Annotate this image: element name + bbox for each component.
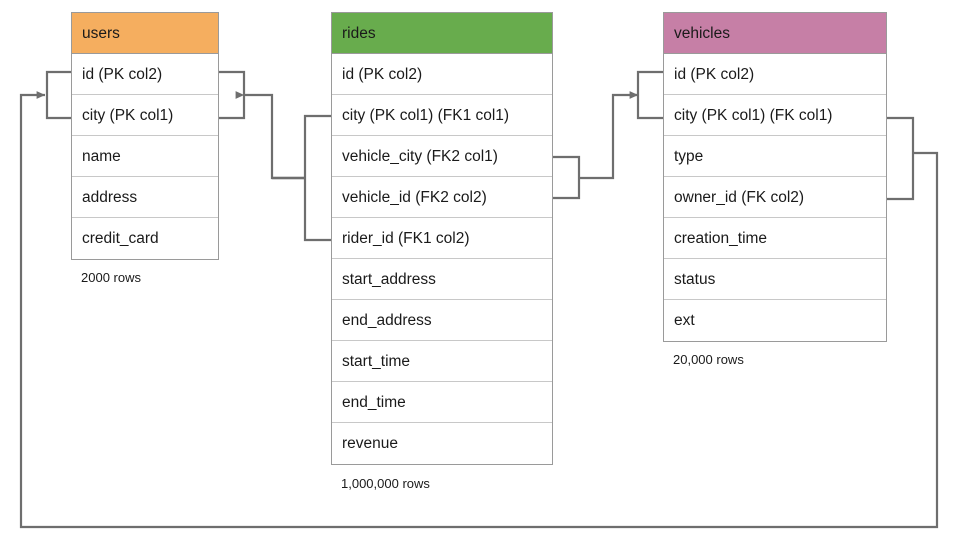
- table-users[interactable]: users id (PK col2) city (PK col1) name a…: [71, 12, 219, 260]
- wire-rides-fk1-to-users: [219, 70, 331, 242]
- column-vehicles-owner-id[interactable]: owner_id (FK col2): [664, 177, 886, 218]
- column-users-address[interactable]: address: [72, 177, 218, 218]
- column-vehicles-creation-time[interactable]: creation_time: [664, 218, 886, 259]
- table-rides[interactable]: rides id (PK col2) city (PK col1) (FK1 c…: [331, 12, 553, 465]
- column-vehicles-city[interactable]: city (PK col1) (FK col1): [664, 95, 886, 136]
- column-vehicles-type[interactable]: type: [664, 136, 886, 177]
- column-users-name[interactable]: name: [72, 136, 218, 177]
- table-rides-header: rides: [332, 13, 552, 54]
- column-rides-vehicle-city[interactable]: vehicle_city (FK2 col1): [332, 136, 552, 177]
- column-rides-city[interactable]: city (PK col1) (FK1 col1): [332, 95, 552, 136]
- table-vehicles-row-count: 20,000 rows: [673, 352, 744, 367]
- column-rides-rider-id[interactable]: rider_id (FK1 col2): [332, 218, 552, 259]
- column-rides-start-address[interactable]: start_address: [332, 259, 552, 300]
- column-rides-end-time[interactable]: end_time: [332, 382, 552, 423]
- wire-rides-fk2-to-vehicles: [553, 70, 663, 200]
- table-vehicles-header: vehicles: [664, 13, 886, 54]
- column-users-city[interactable]: city (PK col1): [72, 95, 218, 136]
- table-vehicles[interactable]: vehicles id (PK col2) city (PK col1) (FK…: [663, 12, 887, 342]
- table-users-row-count: 2000 rows: [81, 270, 141, 285]
- column-vehicles-id[interactable]: id (PK col2): [664, 54, 886, 95]
- column-rides-id[interactable]: id (PK col2): [332, 54, 552, 95]
- column-users-credit-card[interactable]: credit_card: [72, 218, 218, 259]
- table-users-header: users: [72, 13, 218, 54]
- column-rides-start-time[interactable]: start_time: [332, 341, 552, 382]
- column-rides-end-address[interactable]: end_address: [332, 300, 552, 341]
- table-rides-row-count: 1,000,000 rows: [341, 476, 430, 491]
- column-rides-revenue[interactable]: revenue: [332, 423, 552, 464]
- column-users-id[interactable]: id (PK col2): [72, 54, 218, 95]
- column-rides-vehicle-id[interactable]: vehicle_id (FK2 col2): [332, 177, 552, 218]
- column-vehicles-status[interactable]: status: [664, 259, 886, 300]
- column-vehicles-ext[interactable]: ext: [664, 300, 886, 341]
